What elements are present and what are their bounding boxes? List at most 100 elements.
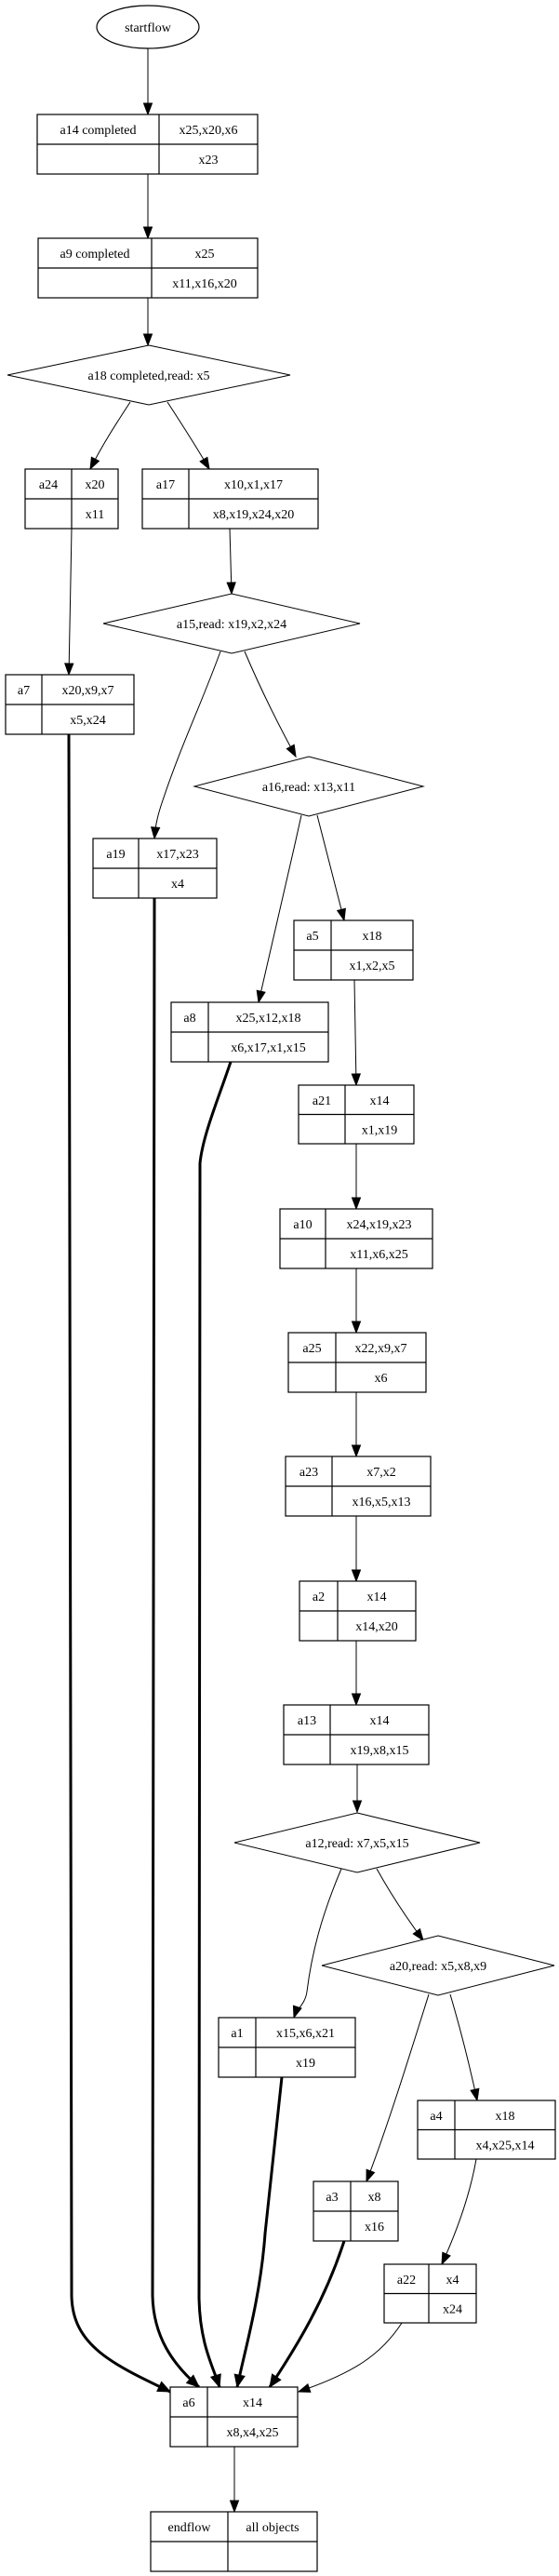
decision-label: a20,read: x5,x8,x9 <box>390 1960 486 1974</box>
edge-a5-to-a21 <box>351 979 361 1087</box>
arrowhead-icon <box>352 1800 363 1814</box>
arrowhead-icon <box>351 1321 362 1335</box>
edge-line <box>298 2322 403 2393</box>
arrowhead-icon <box>226 582 236 596</box>
edge-line <box>268 2240 346 2388</box>
arrowhead-icon <box>366 2168 376 2183</box>
start-node[interactable]: startflow <box>96 5 200 49</box>
arrowhead-icon <box>351 1197 362 1211</box>
edge-a6-to-endflow <box>229 2447 240 2514</box>
node-writes: x14 <box>370 1714 390 1728</box>
edge-a21-to-a10 <box>351 1144 362 1211</box>
edge-line <box>68 528 73 676</box>
node-reads: x23 <box>199 154 219 168</box>
decision-label: a16,read: x13,x11 <box>262 781 355 795</box>
edge-line <box>353 979 357 1086</box>
node-reads: x6 <box>375 1372 388 1386</box>
decision-node-a18[interactable]: a18 completed,read: x5 <box>7 344 291 406</box>
decision-node-a15[interactable]: a15,read: x19,x2,x24 <box>102 593 361 654</box>
node-reads: x11 <box>86 508 104 522</box>
edge-a16-to-a8 <box>256 814 302 1004</box>
edge-a2-to-a13 <box>351 1641 362 1707</box>
node-name: a23 <box>299 1466 318 1480</box>
node-reads: x11,x6,x25 <box>350 1248 407 1262</box>
edge-a9-to-a18 <box>142 298 153 347</box>
node-reads: x4 <box>171 878 184 892</box>
node-reads: x5,x24 <box>70 714 106 728</box>
node-name: a3 <box>326 2191 338 2205</box>
node-writes: x25 <box>195 248 215 262</box>
node-writes: x25,x20,x6 <box>180 124 238 138</box>
node-reads: x11,x16,x20 <box>172 277 236 291</box>
edge-line <box>376 1868 424 1941</box>
arrowhead-icon <box>441 2251 451 2266</box>
edge-a14-to-a9 <box>142 174 153 240</box>
node-writes: x18 <box>363 930 382 944</box>
arrowhead-icon <box>470 2087 480 2102</box>
edge-a17-to-a15 <box>226 528 236 596</box>
node-writes: x25,x12,x18 <box>236 1012 301 1026</box>
arrowhead-icon <box>185 2374 200 2388</box>
decision-node-a12[interactable]: a12,read: x7,x5,x15 <box>233 1812 481 1873</box>
edge-a23-to-a2 <box>351 1516 362 1583</box>
edge-line <box>235 2076 284 2388</box>
node-name: a25 <box>302 1342 321 1356</box>
decision-node-a20[interactable]: a20,read: x5,x8,x9 <box>321 1935 555 1996</box>
edge-startflow-to-a14 <box>142 48 153 116</box>
arrowhead-icon <box>351 1569 362 1583</box>
node-name: a7 <box>18 684 30 698</box>
node-writes: x15,x6,x21 <box>276 2027 335 2041</box>
arrowhead-icon <box>89 456 100 471</box>
arrowhead-icon <box>150 826 161 840</box>
arrowhead-icon <box>297 2383 312 2393</box>
arrowhead-icon <box>142 226 153 240</box>
node-writes: x20 <box>86 478 105 492</box>
edge-line <box>441 2158 477 2265</box>
edge-a7-to-a6 <box>67 733 172 2394</box>
arrowhead-icon <box>142 333 153 347</box>
node-reads: x8,x4,x25 <box>227 2426 279 2440</box>
edge-line <box>258 814 302 1003</box>
node-writes: x4 <box>446 2274 459 2288</box>
node-reads: x16 <box>365 2220 384 2234</box>
decision-label: a12,read: x7,x5,x15 <box>305 1837 408 1851</box>
edge-a18-to-a17 <box>166 401 210 471</box>
arrowhead-icon <box>351 1444 362 1458</box>
node-name: a10 <box>293 1218 312 1232</box>
decision-node-a16[interactable]: a16,read: x13,x11 <box>193 756 425 817</box>
edges-layer <box>64 48 480 2514</box>
decision-diamond <box>7 344 291 406</box>
edge-line <box>67 733 171 2394</box>
node-name: a6 <box>182 2396 194 2410</box>
arrowhead-icon <box>156 2381 172 2393</box>
node-reads: x8,x19,x24,x20 <box>213 508 295 522</box>
node-writes: all objects <box>246 2521 299 2535</box>
arrowhead-icon <box>336 907 346 922</box>
node-name: a4 <box>430 2110 442 2124</box>
edge-line <box>151 897 200 2389</box>
edge-a3-to-a6 <box>268 2240 346 2389</box>
edge-line <box>153 651 221 839</box>
